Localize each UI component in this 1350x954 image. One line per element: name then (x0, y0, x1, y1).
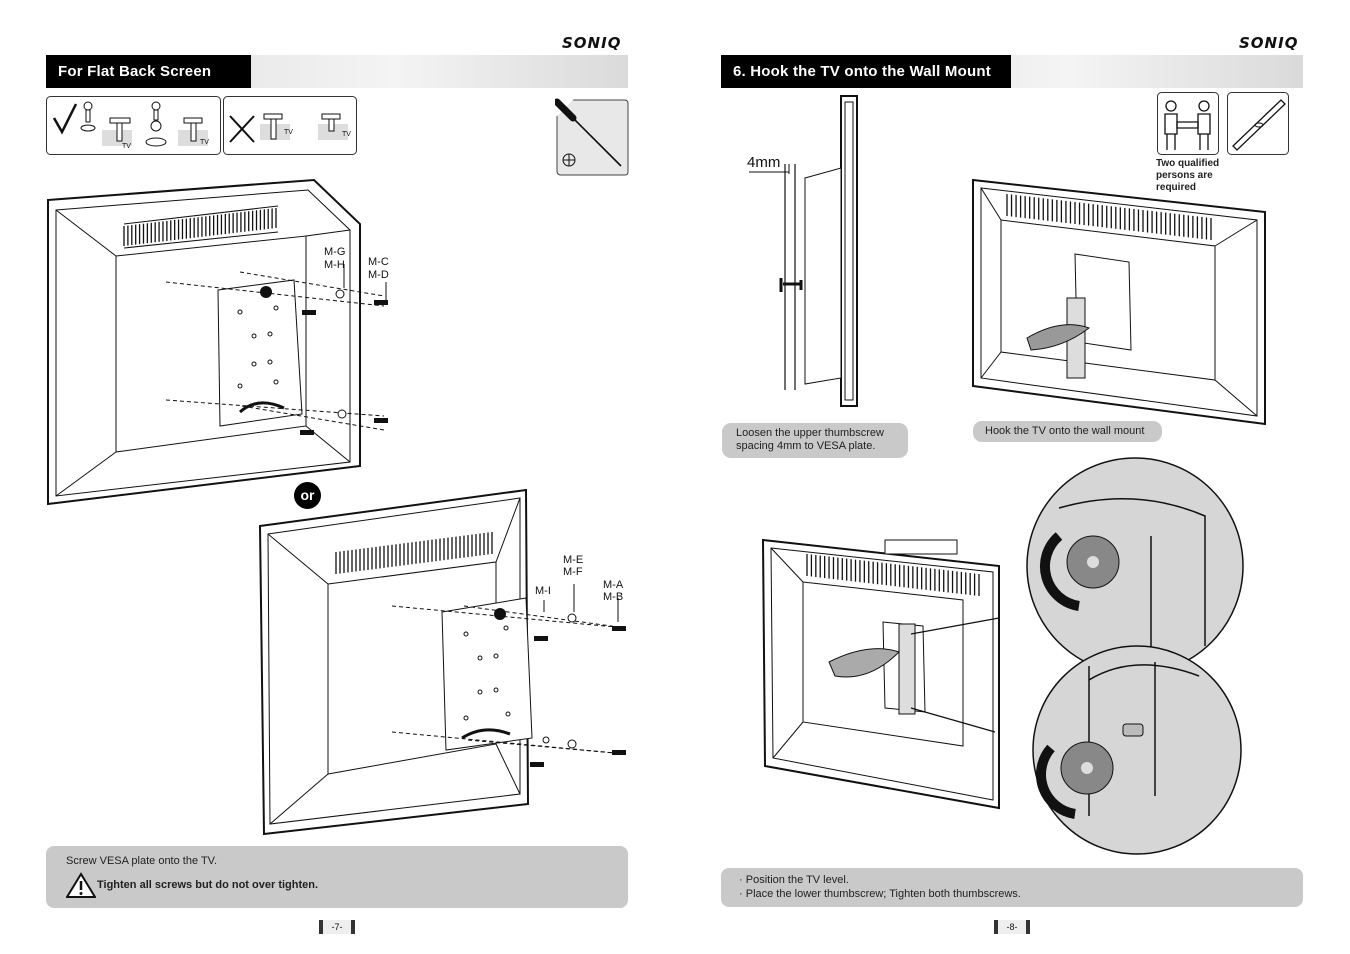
label-mc: M-C (368, 256, 389, 268)
thumbscrew-tightening-illustration (761, 457, 1244, 855)
cross-icon (229, 115, 255, 143)
tv-tag: TV (122, 143, 131, 150)
section-header: For Flat Back Screen (46, 55, 628, 88)
two-persons-icon (1157, 92, 1219, 155)
persons-note: Two qualified persons are required (1156, 158, 1220, 193)
page-number: -8- (994, 920, 1030, 934)
tv-hook-illustration (972, 178, 1266, 426)
right-page: SONIQ 6. Hook the TV onto the Wall Mount… (675, 0, 1350, 954)
page-number: -7- (319, 920, 355, 934)
caption-hook-text: Hook the TV onto the wall mount (985, 425, 1145, 437)
tv-tag: TV (342, 131, 351, 138)
tv-back-illustration-1 (47, 178, 388, 506)
label-mh: M-H (324, 259, 345, 271)
screwdriver-icon (555, 96, 629, 176)
section-title: For Flat Back Screen (58, 63, 212, 80)
label-mi: M-I (535, 585, 551, 597)
caption-loosen: Loosen the upper thumbscrew spacing 4mm … (722, 423, 908, 458)
or-badge: or (294, 482, 321, 509)
bullet-item: Position the TV level. (745, 874, 849, 886)
note-text: Screw VESA plate onto the TV. (66, 855, 218, 867)
section-title: 6. Hook the TV onto the Wall Mount (733, 63, 991, 80)
tv-tag: TV (284, 129, 293, 136)
warning-icon (66, 872, 96, 898)
section-header: 6. Hook the TV onto the Wall Mount (721, 55, 1303, 88)
zoom-upper-thumbscrew (1026, 457, 1244, 675)
label-mg: M-G (324, 246, 346, 258)
side-profile-diagram (749, 95, 858, 407)
brand-logo: SONIQ (562, 34, 622, 52)
caption-loosen-text: Loosen the upper thumbscrew spacing 4mm … (736, 427, 884, 452)
warning-text: Tighten all screws but do not over tight… (97, 879, 319, 891)
instruction-note: · Position the TV level. · Place the low… (721, 868, 1303, 907)
label-md: M-D (368, 269, 389, 281)
tv-back-illustration-2 (258, 488, 627, 836)
left-page: SONIQ For Flat Back Screen TV TV TV TV (46, 34, 629, 934)
label-mb: M-B (603, 591, 624, 603)
instruction-note: Screw VESA plate onto the TV. Tighten al… (46, 846, 628, 908)
label-mf: M-F (563, 566, 583, 578)
caption-hook: Hook the TV onto the wall mount (973, 421, 1162, 442)
label-me: M-E (563, 554, 584, 566)
spacing-label: 4mm (747, 154, 781, 171)
bullet-list: · Position the TV level. · Place the low… (739, 874, 1021, 900)
brand-logo: SONIQ (1239, 34, 1299, 52)
tv-tag: TV (200, 139, 209, 146)
tools-icons (1157, 92, 1289, 155)
zoom-lower-thumbscrew (1032, 645, 1242, 855)
label-ma: M-A (603, 579, 624, 591)
bullet-item: Place the lower thumbscrew; Tighten both… (745, 888, 1021, 900)
screw-usage-diagram (46, 96, 357, 155)
check-icon (52, 103, 78, 135)
